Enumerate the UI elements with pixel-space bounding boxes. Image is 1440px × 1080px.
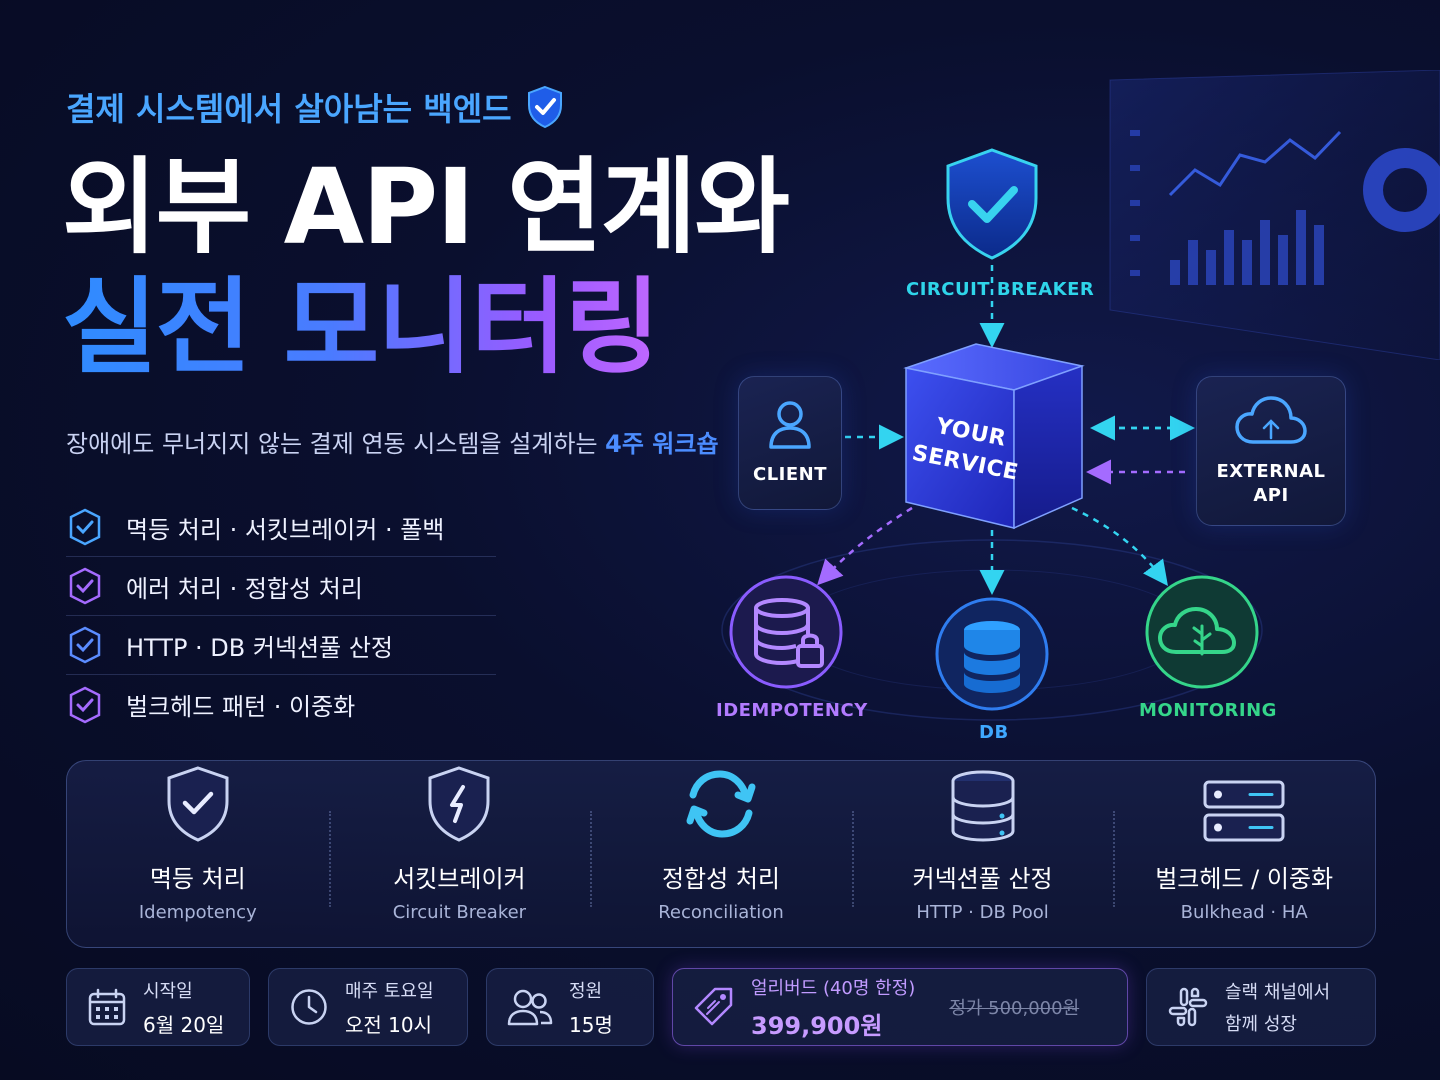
topic-circuit-breaker: 서킷브레이커 Circuit Breaker [328, 761, 591, 947]
circuit-breaker-shield-icon [946, 148, 1038, 260]
title-line-2: 실전 모니터링 [62, 266, 660, 388]
circuit-breaker-label: CIRCUIT BREAKER [906, 279, 1095, 300]
schedule-label: 매주 토요일 [345, 980, 434, 1002]
slack-line-1: 슬랙 채널에서 [1225, 982, 1331, 1003]
external-api-label-line1: EXTERNAL [1216, 460, 1326, 482]
shield-check-icon [167, 766, 229, 842]
topic-subtitle: Bulkhead · HA [1180, 902, 1308, 923]
server-icon [1203, 780, 1285, 842]
feature-label: 에러 처리 · 정합성 처리 [126, 574, 363, 603]
topic-subtitle: Reconciliation [658, 902, 784, 923]
subtitle: 장애에도 무너지지 않는 결제 연동 시스템을 설계하는 4주 워크숍 [66, 424, 719, 459]
sync-icon [686, 770, 756, 838]
db-node-icon [935, 597, 1049, 711]
subtitle-highlight: 4주 워크숍 [605, 430, 719, 458]
eyebrow-text: 결제 시스템에서 살아남는 백엔드 [66, 90, 512, 128]
cloud-icon [1235, 395, 1307, 444]
users-icon [507, 989, 553, 1026]
external-api-label-line2: API [1253, 485, 1289, 506]
info-capacity: 정원 15명 [486, 968, 654, 1046]
eyebrow: 결제 시스템에서 살아남는 백엔드 [66, 84, 564, 130]
database-icon [951, 770, 1015, 842]
check-circle-icon [69, 567, 101, 605]
monitoring-label: MONITORING [1139, 700, 1277, 721]
info-start-date: 시작일 6월 20일 [66, 968, 250, 1046]
check-circle-icon [69, 508, 101, 546]
price-value: 399,900원 [751, 1011, 883, 1040]
idempotency-node-icon [729, 575, 843, 689]
feature-label: HTTP · DB 커넥션풀 산정 [126, 633, 393, 662]
title-line-1: 외부 API 연계와 [62, 146, 790, 268]
topic-panel: 멱등 처리 Idempotency 서킷브레이커 Circuit Breaker… [66, 760, 1376, 948]
start-date-value: 6월 20일 [143, 1012, 225, 1037]
price-label: 얼리버드 (40명 한정) [751, 977, 916, 999]
topic-title: 커넥션풀 산정 [912, 865, 1053, 893]
topic-title: 벌크헤드 / 이중화 [1155, 865, 1334, 893]
shield-check-icon [527, 85, 562, 129]
monitoring-node-icon [1145, 575, 1259, 689]
check-circle-icon [69, 626, 101, 664]
topic-idempotency: 멱등 처리 Idempotency [67, 761, 329, 947]
topic-bulkhead: 벌크헤드 / 이중화 Bulkhead · HA [1113, 761, 1375, 947]
user-icon [769, 401, 811, 449]
background-dashboard [1109, 70, 1440, 360]
topic-subtitle: HTTP · DB Pool [916, 902, 1049, 923]
topic-subtitle: Idempotency [138, 902, 257, 923]
slack-line-2: 함께 성장 [1225, 1014, 1297, 1035]
calendar-icon [88, 988, 126, 1026]
service-cube [903, 343, 1085, 530]
topic-title: 멱등 처리 [149, 865, 246, 893]
topic-title: 서킷브레이커 [393, 865, 526, 893]
feature-item: HTTP · DB 커넥션풀 산정 [66, 616, 496, 675]
topic-reconciliation: 정합성 처리 Reconciliation [590, 761, 852, 947]
start-date-label: 시작일 [143, 980, 193, 1002]
info-price: 얼리버드 (40명 한정) 399,900원 정가 500,000원 [672, 968, 1128, 1046]
subtitle-text: 장애에도 무너지지 않는 결제 연동 시스템을 설계하는 [66, 430, 606, 458]
feature-item: 에러 처리 · 정합성 처리 [66, 557, 496, 616]
info-schedule: 매주 토요일 오전 10시 [268, 968, 468, 1046]
capacity-value: 15명 [569, 1012, 613, 1037]
topic-title: 정합성 처리 [661, 865, 780, 893]
regular-price: 정가 500,000원 [949, 998, 1080, 1019]
topic-connection-pool: 커넥션풀 산정 HTTP · DB Pool [851, 761, 1114, 947]
capacity-label: 정원 [569, 980, 603, 1002]
slack-icon [1168, 987, 1208, 1027]
feature-list: 멱등 처리 · 서킷브레이커 · 폴백 에러 처리 · 정합성 처리 HTTP … [66, 498, 496, 734]
shield-bolt-icon [428, 766, 490, 842]
feature-label: 벌크헤드 패턴 · 이중화 [126, 693, 356, 721]
clock-icon [291, 989, 327, 1025]
schedule-value: 오전 10시 [345, 1012, 433, 1037]
feature-label: 멱등 처리 · 서킷브레이커 · 폴백 [126, 515, 445, 544]
feature-item: 멱등 처리 · 서킷브레이커 · 폴백 [66, 498, 496, 557]
topic-subtitle: Circuit Breaker [392, 902, 527, 923]
check-circle-icon [69, 686, 101, 723]
external-api-node: EXTERNAL API [1196, 376, 1346, 526]
info-slack[interactable]: 슬랙 채널에서 함께 성장 [1146, 968, 1376, 1046]
feature-item: 벌크헤드 패턴 · 이중화 [66, 675, 496, 734]
idempotency-label: IDEMPOTENCY [716, 700, 868, 721]
price-tag-icon [694, 987, 733, 1026]
client-label: CLIENT [752, 463, 827, 485]
db-label: DB [979, 722, 1009, 743]
client-node: CLIENT [738, 376, 842, 510]
external-api-label: EXTERNAL API [1216, 460, 1325, 509]
